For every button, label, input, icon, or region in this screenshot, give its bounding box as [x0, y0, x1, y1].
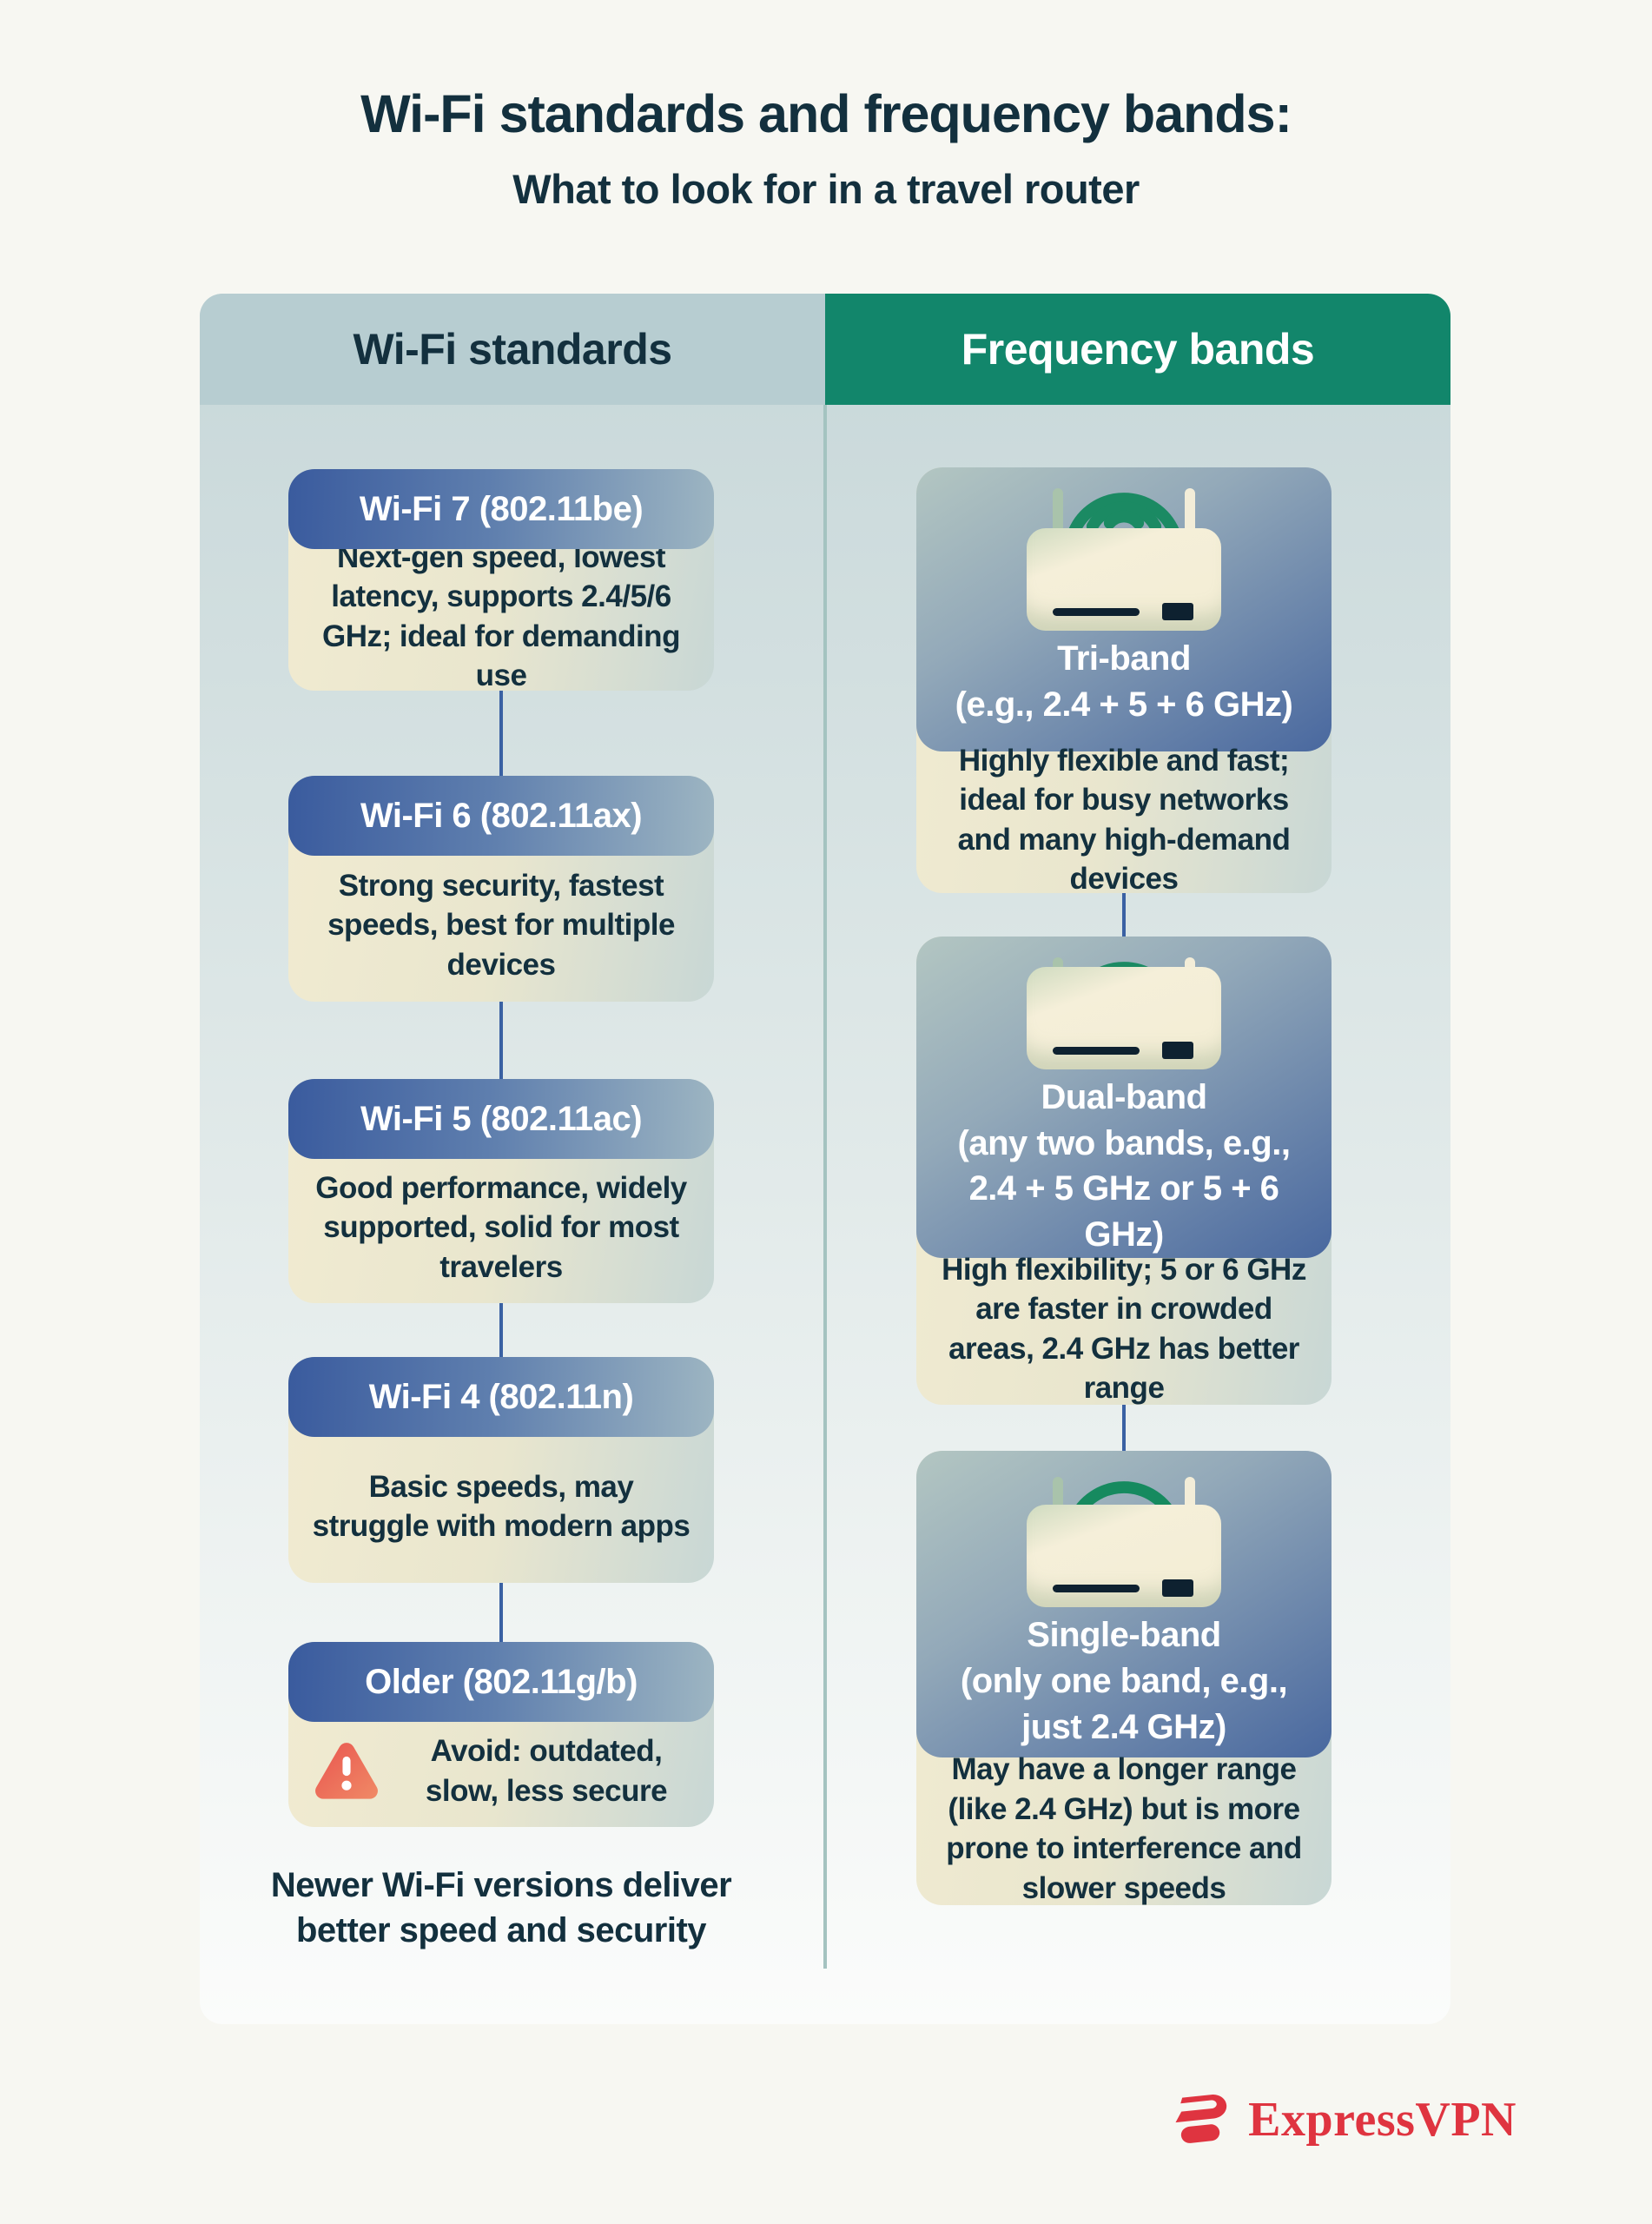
router-vent [1053, 1585, 1140, 1592]
band-range: (any two bands, e.g., 2.4 + 5 GHz or 5 +… [957, 1123, 1291, 1254]
card-description-text: Basic speeds, may struggle with modern a… [312, 1469, 691, 1544]
card-description: Good performance, widely supported, soli… [311, 1159, 691, 1296]
card-description-text: Strong security, fastest speeds, best fo… [327, 868, 675, 982]
router-icon [1020, 945, 1228, 1069]
router-vent [1053, 1046, 1140, 1055]
card-description-text: Good performance, widely supported, soli… [315, 1170, 687, 1284]
band-title: Dual-band (any two bands, e.g., 2.4 + 5 … [916, 1075, 1332, 1258]
connector-line [499, 691, 503, 776]
band-description: May have a longer range (like 2.4 GHz) b… [939, 1752, 1309, 1905]
router-port [1162, 1579, 1193, 1597]
warning-triangle-icon [315, 1742, 378, 1799]
card-description: Next-gen speed, lowest latency, supports… [311, 540, 691, 693]
card-title: Wi-Fi 6 (802.11ax) [288, 776, 714, 856]
band-description-text: High flexibility; 5 or 6 GHz are faster … [942, 1252, 1306, 1406]
connector-line [499, 1583, 503, 1642]
expressvpn-logo: ExpressVPN [1170, 2090, 1517, 2149]
band-description-text: Highly flexible and fast; ideal for busy… [957, 743, 1291, 897]
frequency-band-card-singleband: Single-band (only one band, e.g., just 2… [916, 1451, 1332, 1905]
band-card-header: Dual-band (any two bands, e.g., 2.4 + 5 … [916, 937, 1332, 1258]
expressvpn-logo-icon [1175, 2095, 1227, 2143]
comparison-panel: Wi-Fi standards Frequency bands Next-gen… [200, 294, 1450, 2024]
band-name: Single-band [1027, 1616, 1221, 1654]
router-body [1027, 1505, 1221, 1607]
column-header-frequency-bands: Frequency bands [825, 294, 1450, 405]
connector-line [1122, 893, 1126, 937]
router-body [1027, 528, 1221, 631]
card-description: Strong security, fastest speeds, best fo… [311, 856, 691, 995]
card-title: Wi-Fi 7 (802.11be) [288, 469, 714, 549]
band-card-header: Tri-band (e.g., 2.4 + 5 + 6 GHz) [916, 467, 1332, 751]
band-card-header: Single-band (only one band, e.g., just 2… [916, 1451, 1332, 1757]
card-title: Older (802.11g/b) [288, 1642, 714, 1722]
expressvpn-wordmark: ExpressVPN [1248, 2093, 1517, 2147]
wifi-signal-icon [1067, 493, 1180, 538]
band-description: High flexibility; 5 or 6 GHz are faster … [939, 1253, 1309, 1406]
card-description-text: Next-gen speed, lowest latency, supports… [322, 539, 680, 693]
frequency-band-card-dualband: Dual-band (any two bands, e.g., 2.4 + 5 … [916, 937, 1332, 1405]
wifi-standard-card-wifi5: Good performance, widely supported, soli… [288, 1079, 714, 1303]
wifi-standard-card-wifi4: Basic speeds, may struggle with modern a… [288, 1357, 714, 1583]
band-description: Highly flexible and fast; ideal for busy… [939, 744, 1309, 897]
router-body [1027, 966, 1221, 1069]
column-divider [823, 405, 827, 1969]
wifi-standard-card-older: Avoid: outdated, slow, less secure Older… [288, 1642, 714, 1827]
router-port [1162, 1041, 1193, 1059]
page-title: Wi-Fi standards and frequency bands: [360, 84, 1292, 143]
wifi-standards-footnote: Newer Wi-Fi versions deliver better spee… [270, 1866, 732, 1949]
card-description: Avoid: outdated, slow, less secure [311, 1722, 691, 1820]
card-title: Wi-Fi 4 (802.11n) [288, 1357, 714, 1437]
card-description: Basic speeds, may struggle with modern a… [311, 1437, 691, 1576]
router-icon [1020, 476, 1228, 631]
connector-line [499, 1303, 503, 1357]
page-subtitle: What to look for in a travel router [512, 166, 1140, 212]
card-description-text: Avoid: outdated, slow, less secure [425, 1734, 668, 1808]
band-title: Tri-band (e.g., 2.4 + 5 + 6 GHz) [938, 636, 1311, 728]
column-header-wifi-standards: Wi-Fi standards [200, 294, 825, 405]
band-range: (only one band, e.g., just 2.4 GHz) [960, 1661, 1288, 1746]
connector-line [1122, 1405, 1126, 1451]
band-range: (e.g., 2.4 + 5 + 6 GHz) [955, 685, 1293, 724]
card-title: Wi-Fi 5 (802.11ac) [288, 1079, 714, 1159]
board-header: Wi-Fi standards Frequency bands [200, 294, 1450, 405]
connector-line [499, 1002, 503, 1079]
router-vent [1053, 608, 1140, 616]
band-name: Tri-band [1057, 639, 1191, 678]
wifi-standard-card-wifi7: Next-gen speed, lowest latency, supports… [288, 469, 714, 693]
band-description-text: May have a longer range (like 2.4 GHz) b… [946, 1752, 1302, 1905]
band-title: Single-band (only one band, e.g., just 2… [916, 1612, 1332, 1750]
router-icon [1020, 1477, 1228, 1607]
frequency-band-card-triband: Tri-band (e.g., 2.4 + 5 + 6 GHz) Highly … [916, 467, 1332, 897]
wifi-standard-card-wifi6: Strong security, fastest speeds, best fo… [288, 776, 714, 1002]
band-name: Dual-band [1041, 1077, 1207, 1116]
router-port [1162, 603, 1193, 620]
